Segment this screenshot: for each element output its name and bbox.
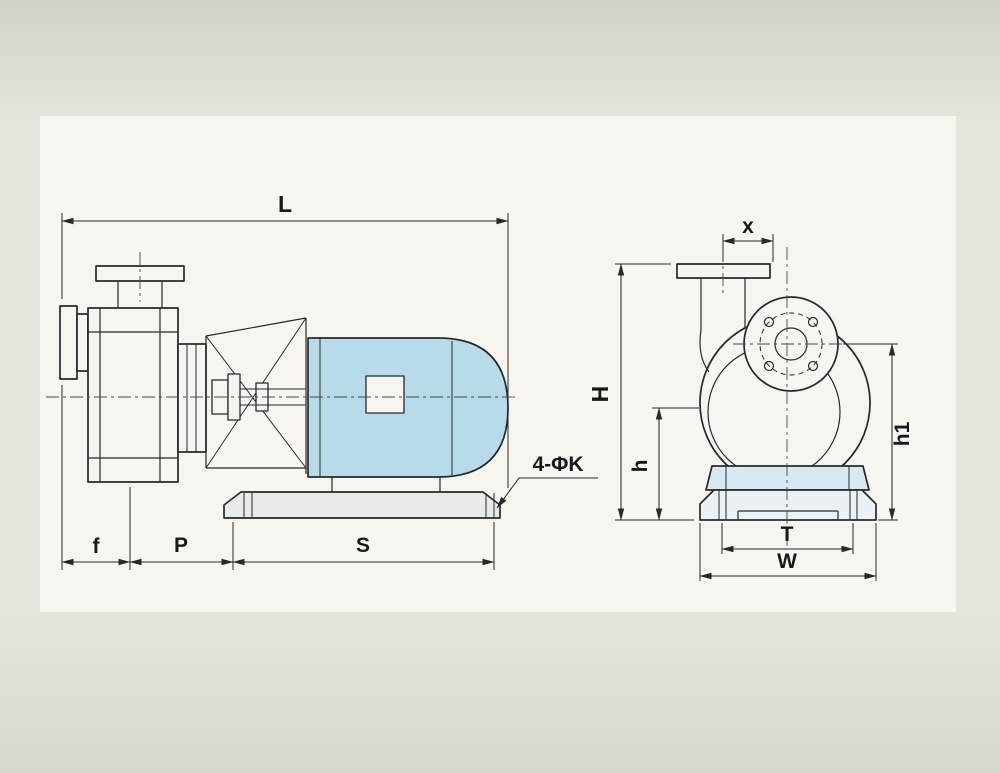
- suction-flange: [59, 305, 78, 380]
- dim-label-s: S: [356, 534, 370, 557]
- anchor-hole-marks-end: [718, 490, 858, 520]
- dim-h1: h1: [843, 343, 914, 521]
- base-recess: [737, 510, 839, 520]
- dim-x: x: [722, 215, 774, 262]
- dim-L: L: [61, 191, 509, 488]
- dim-W: W: [699, 523, 877, 581]
- motor-seams: [319, 338, 453, 477]
- suction-flange-hub: [76, 313, 89, 372]
- dim-label-t: T: [781, 523, 794, 546]
- inlet-flange: [676, 263, 771, 279]
- dim-label-f: f: [93, 535, 101, 558]
- end-view: x H h h1 T W: [587, 215, 914, 581]
- motor-terminal-box: [365, 375, 405, 414]
- pedestal-lines: [725, 466, 850, 490]
- side-view: L f P S 4-ΦK: [46, 191, 598, 570]
- callout-label-holes: 4-ΦK: [532, 453, 583, 476]
- base-plate-end: [699, 489, 877, 521]
- dim-label-x: x: [742, 215, 754, 238]
- motor-feet: [331, 477, 441, 492]
- pedestal: [705, 465, 870, 491]
- dim-f-p-s: f P S: [61, 385, 495, 570]
- discharge-neck: [117, 281, 163, 308]
- anchor-hole-marks: [243, 493, 495, 517]
- dim-label-h1: h1: [891, 421, 914, 446]
- seal-housing: [177, 343, 207, 453]
- seal-housing-rings: [186, 344, 197, 452]
- callout-mounting-holes: 4-ΦK: [496, 453, 598, 509]
- inlet-neck: [699, 278, 746, 373]
- dim-label-l: L: [278, 191, 292, 217]
- dim-label-h-total: H: [587, 386, 613, 403]
- base-plate: [223, 491, 501, 519]
- pump-casing-lines: [88, 308, 178, 482]
- motor-body: [307, 337, 509, 478]
- dim-T: T: [721, 523, 854, 554]
- dim-label-h: h: [629, 460, 652, 473]
- bolt-holes: [763, 316, 819, 372]
- dim-label-p: P: [174, 534, 188, 557]
- dim-h: h: [629, 407, 699, 521]
- pump-casing: [87, 307, 179, 483]
- dim-label-w: W: [777, 550, 797, 573]
- dim-H: H: [587, 263, 694, 521]
